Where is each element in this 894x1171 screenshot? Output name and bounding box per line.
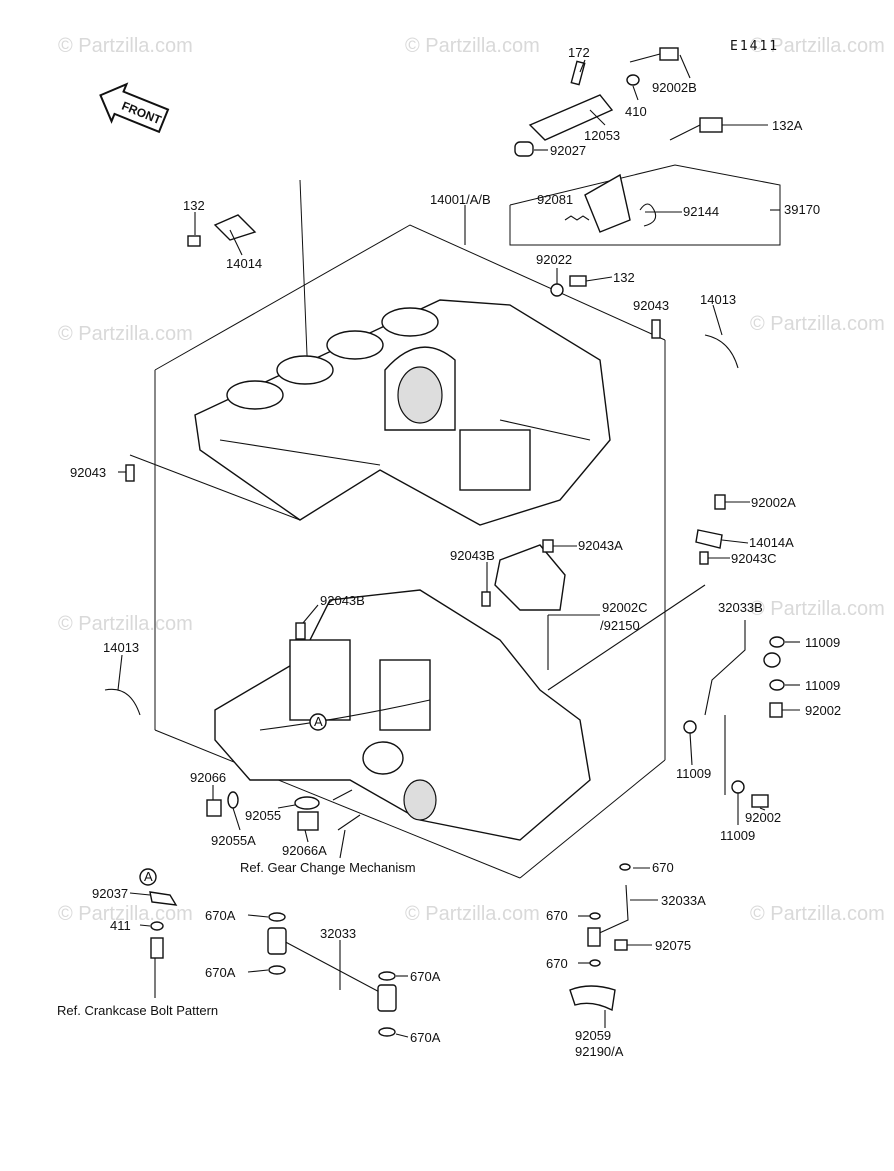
label-92066: 92066 (190, 770, 226, 785)
label-32033B: 32033B (718, 600, 763, 615)
label-14013: 14013 (103, 640, 139, 655)
small-parts: A (104, 47, 785, 1037)
label-92150: /92150 (600, 618, 640, 633)
label-11009: 11009 (720, 828, 755, 843)
label-92002: 92002 (745, 810, 781, 825)
lower-crankcase: A (214, 589, 591, 841)
label-32033A: 32033A (661, 893, 706, 908)
watermark: © Partzilla.com (58, 35, 193, 57)
label-92055: 92055 (245, 808, 281, 823)
label-92043: 92043 (70, 465, 106, 480)
diagram-code: E1411 (730, 39, 779, 54)
watermark: © Partzilla.com (750, 313, 885, 335)
label-172: 172 (568, 45, 590, 60)
callout-a: A (314, 714, 323, 729)
watermark: © Partzilla.com (405, 35, 540, 57)
label-92002C: 92002C (602, 600, 648, 615)
oil-pump-bracket (481, 539, 566, 670)
watermark: © Partzilla.com (58, 613, 193, 635)
label-14001-A-B: 14001/A/B (430, 192, 491, 207)
watermark: © Partzilla.com (58, 903, 193, 925)
label-32033: 32033 (320, 926, 356, 941)
label-92027: 92027 (550, 143, 586, 158)
part-labels: 172 92002B 410 12053 92027 132A 14001/A/… (57, 45, 841, 1059)
label-670A: 670A (205, 908, 236, 923)
label-92043B: 92043B (320, 593, 365, 608)
label-92081: 92081 (537, 192, 573, 207)
label-410: 410 (625, 104, 647, 119)
label-132A: 132A (772, 118, 803, 133)
label-14013: 14013 (700, 292, 736, 307)
label-12053: 12053 (584, 128, 620, 143)
label-92043: 92043 (633, 298, 669, 313)
label-92144: 92144 (683, 204, 719, 219)
label-14014: 14014 (226, 256, 262, 271)
label-92043B: 92043B (450, 548, 495, 563)
label-39170: 39170 (784, 202, 820, 217)
label-11009: 11009 (805, 635, 840, 650)
label-670: 670 (546, 908, 568, 923)
label-92043C: 92043C (731, 551, 777, 566)
label-670A: 670A (410, 1030, 441, 1045)
label-92022: 92022 (536, 252, 572, 267)
label-92055A: 92055A (211, 833, 256, 848)
label-670A: 670A (410, 969, 441, 984)
label-92002B: 92002B (652, 80, 697, 95)
ref-gear-change-mechanism: Ref. Gear Change Mechanism (240, 860, 416, 875)
label-92002: 92002 (805, 703, 841, 718)
label-670: 670 (546, 956, 568, 971)
label-92066A: 92066A (282, 843, 327, 858)
label-14014A: 14014A (749, 535, 794, 550)
watermark: © Partzilla.com (750, 598, 885, 620)
callout-a: A (144, 869, 153, 884)
watermark: © Partzilla.com (750, 903, 885, 925)
label-411: 411 (110, 918, 131, 933)
leader-lines (117, 54, 800, 1038)
label-92190-A: 92190/A (575, 1044, 624, 1059)
label-132: 132 (613, 270, 635, 285)
watermark: © Partzilla.com (405, 903, 540, 925)
upper-crankcase (194, 299, 611, 526)
label-132: 132 (183, 198, 205, 213)
label-11009: 11009 (805, 678, 840, 693)
watermark: © Partzilla.com (58, 323, 193, 345)
label-92043A: 92043A (578, 538, 623, 553)
label-92002A: 92002A (751, 495, 796, 510)
label-92037: 92037 (92, 886, 128, 901)
watermark: © Partzilla.com (750, 35, 885, 57)
label-670: 670 (652, 860, 674, 875)
ref-crankcase-bolt-pattern: Ref. Crankcase Bolt Pattern (57, 1003, 218, 1018)
label-92059: 92059 (575, 1028, 611, 1043)
label-670A: 670A (205, 965, 236, 980)
label-11009: 11009 (676, 766, 711, 781)
watermark-layer: © Partzilla.com © Partzilla.com © Partzi… (58, 35, 885, 925)
label-92075: 92075 (655, 938, 691, 953)
front-arrow-icon: FRONT (99, 82, 170, 134)
